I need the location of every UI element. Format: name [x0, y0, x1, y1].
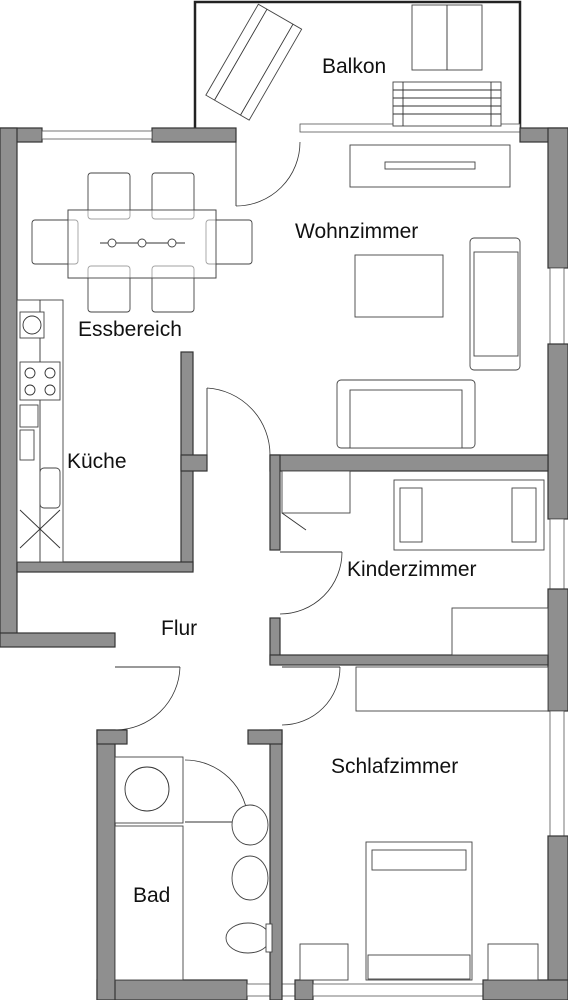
kitchen-counter — [16, 299, 64, 563]
label-essbereich: Essbereich — [78, 318, 182, 341]
balcony-area — [193, 0, 522, 133]
label-bad: Bad — [133, 884, 170, 907]
sofa-right — [469, 237, 521, 371]
balcony-bench — [392, 81, 502, 127]
window-essbereich — [41, 130, 153, 140]
label-kinderzimmer: Kinderzimmer — [347, 558, 477, 581]
label-wohnzimmer: Wohnzimmer — [295, 220, 418, 243]
living-furniture — [336, 144, 521, 449]
balcony-lounger — [205, 3, 303, 121]
dining-set — [31, 172, 253, 313]
label-balkon: Balkon — [322, 55, 386, 78]
sofa-bottom — [336, 379, 476, 449]
bathroom-fixtures — [114, 756, 273, 981]
label-schlafzimmer: Schlafzimmer — [331, 755, 458, 778]
coffee-table — [354, 254, 444, 318]
label-kueche: Küche — [67, 450, 127, 473]
schlafzimmer-furniture — [299, 666, 549, 981]
kinderzimmer-furniture — [281, 470, 549, 656]
interior-walls — [16, 351, 549, 1000]
label-flur: Flur — [161, 617, 197, 640]
